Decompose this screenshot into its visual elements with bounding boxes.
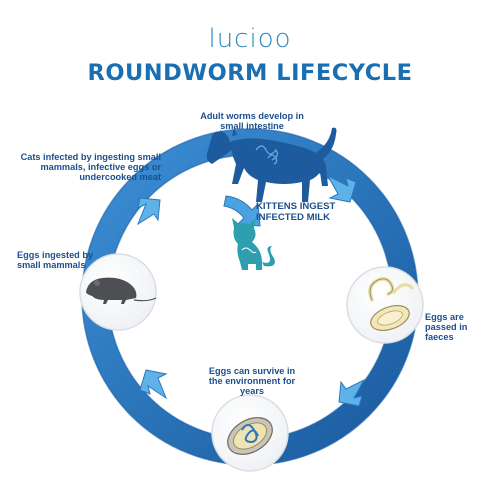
- label-kittens-ingest: KITTENS INGEST INFECTED MILK: [256, 201, 336, 223]
- ring-arrow-left-top: [136, 197, 161, 226]
- ring-arrow-right-bottom: [338, 378, 366, 407]
- ring-arrow-left-bottom: [139, 369, 168, 400]
- label-eggs-survive: Eggs can survive in the environment for …: [208, 366, 296, 396]
- diagram-title: ROUNDWORM LIFECYCLE: [87, 60, 413, 86]
- brand-logo: lucioo: [208, 24, 292, 54]
- mouse-icon: [79, 253, 157, 331]
- label-eggs-passed: Eggs are passed in faeces: [425, 312, 468, 342]
- adult-cat-icon: [206, 127, 337, 202]
- label-eggs-ingested: Eggs ingested by small mammals: [17, 250, 94, 270]
- label-cats-infected: Cats infected by ingesting small mammals…: [20, 152, 161, 182]
- worm-egg-icon: [346, 266, 424, 344]
- ring-arrow-right-top: [326, 174, 357, 203]
- kitten-icon: [232, 218, 275, 270]
- label-adult-worms: Adult worms develop in small intestine: [200, 111, 304, 131]
- egg-dish-icon: [211, 394, 289, 472]
